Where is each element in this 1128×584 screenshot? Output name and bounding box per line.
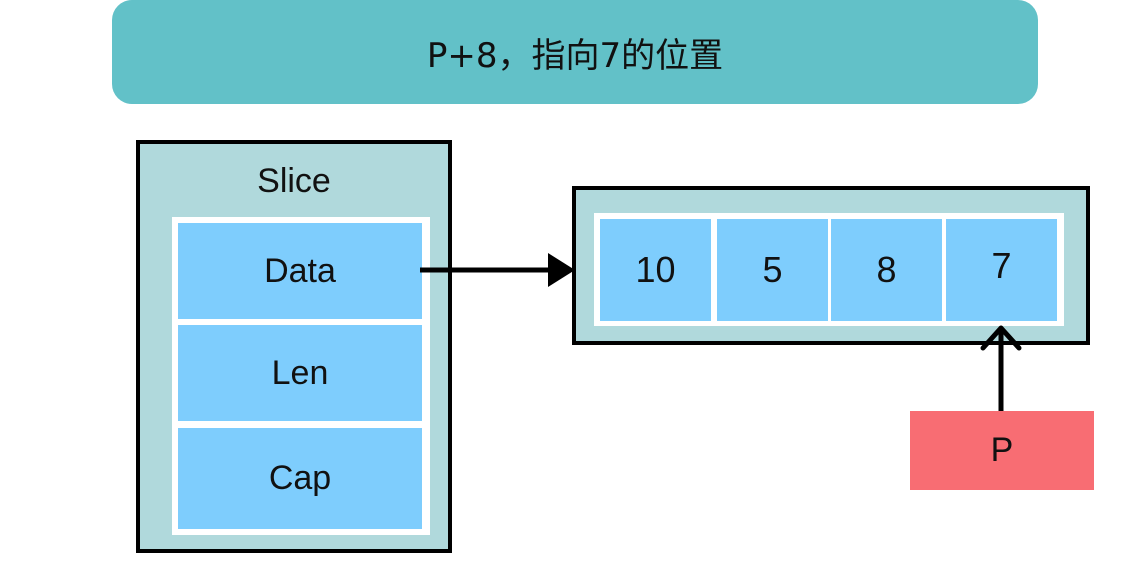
array-cell-value: 5 [762,249,783,290]
array-cell-value: 10 [635,249,676,290]
pointer-label: P [990,431,1014,469]
slice-struct: Slice Data Len Cap [136,140,452,553]
field-len-label: Len [271,353,329,392]
slice-label: Slice [257,162,331,200]
array-cell-2: 8 [831,219,942,321]
title-banner: P+8，指向7的位置 [112,0,1038,104]
array-cell-1: 5 [717,219,828,321]
slice-fields: Data Len Cap [172,217,430,535]
array-cell-0: 10 [600,219,711,321]
array-cell-value: 8 [876,249,897,290]
title-text: P+8，指向7的位置 [426,35,724,76]
field-data: Data [178,223,422,319]
array-cells: 10 5 8 7 [594,213,1064,326]
field-cap: Cap [178,428,422,529]
field-len: Len [178,325,422,421]
pointer-box: P [910,411,1094,490]
array-cell-value: 7 [991,245,1012,286]
field-data-label: Data [264,251,336,290]
array-cell-3: 7 [946,219,1057,321]
field-cap-label: Cap [268,459,332,497]
backing-array: 10 5 8 7 [572,186,1090,345]
